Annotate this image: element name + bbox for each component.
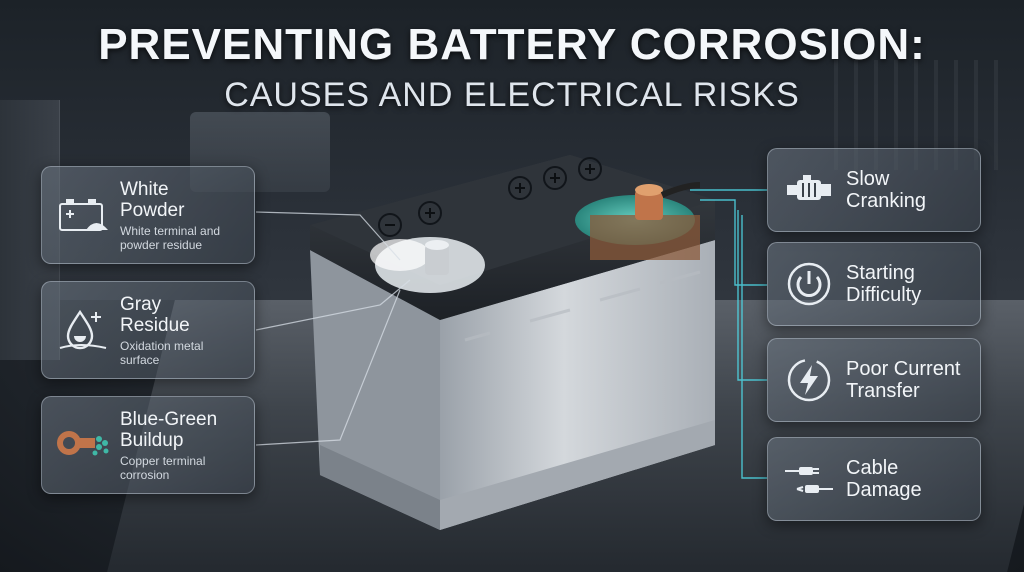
risk-label-line1: Cable <box>846 457 899 479</box>
risk-card-cable-damage: Cable Damage <box>767 437 981 521</box>
risk-label-line2: Cranking <box>846 190 927 212</box>
cable-plug-icon <box>780 450 838 508</box>
cause-label-line2: Powder <box>120 199 185 221</box>
risk-card-poor-current-transfer: Poor Current Transfer <box>767 338 981 422</box>
cause-card-blue-green-buildup: Blue-Green Buildup Copper terminal corro… <box>41 396 255 494</box>
cause-desc-line1: Oxidation metal <box>120 338 204 353</box>
cause-desc-line2: powder residue <box>120 237 203 252</box>
risk-label-line2: Transfer <box>846 380 920 402</box>
risk-card-starting-difficulty: Starting Difficulty <box>767 242 981 326</box>
page-title: PREVENTING BATTERY CORROSION: <box>98 20 926 69</box>
risk-label-line1: Poor Current <box>846 358 961 380</box>
cause-label-line1: Blue-Green <box>120 408 218 430</box>
cause-desc-line1: White terminal and <box>120 223 221 238</box>
copper-terminal-icon <box>54 416 112 474</box>
cause-desc-line2: corrosion <box>120 467 170 482</box>
battery-illustration <box>310 155 715 530</box>
page-subtitle: CAUSES AND ELECTRICAL RISKS <box>224 76 800 114</box>
risk-label-line1: Slow <box>846 168 890 190</box>
cause-card-gray-residue: Gray Residue Oxidation metal surface <box>41 281 255 379</box>
risk-label-line2: Damage <box>846 479 922 501</box>
cause-desc-line1: Copper terminal <box>120 453 206 468</box>
cause-desc-line2: surface <box>120 352 160 367</box>
cause-label-line2: Buildup <box>120 429 184 451</box>
cause-label-line1: White <box>120 178 169 200</box>
risk-card-slow-cranking: Slow Cranking <box>767 148 981 232</box>
water-drop-residue-icon <box>54 301 112 359</box>
cause-label-line1: Gray <box>120 293 162 315</box>
risk-label-line2: Difficulty <box>846 284 922 306</box>
cause-label-line2: Residue <box>120 314 190 336</box>
cause-card-white-powder: White Powder White terminal and powder r… <box>41 166 255 264</box>
white-powder-battery-icon <box>54 186 112 244</box>
risk-label-line1: Starting <box>846 262 915 284</box>
starter-motor-icon <box>780 161 838 219</box>
power-button-icon <box>780 255 838 313</box>
lightning-bolt-icon <box>780 351 838 409</box>
